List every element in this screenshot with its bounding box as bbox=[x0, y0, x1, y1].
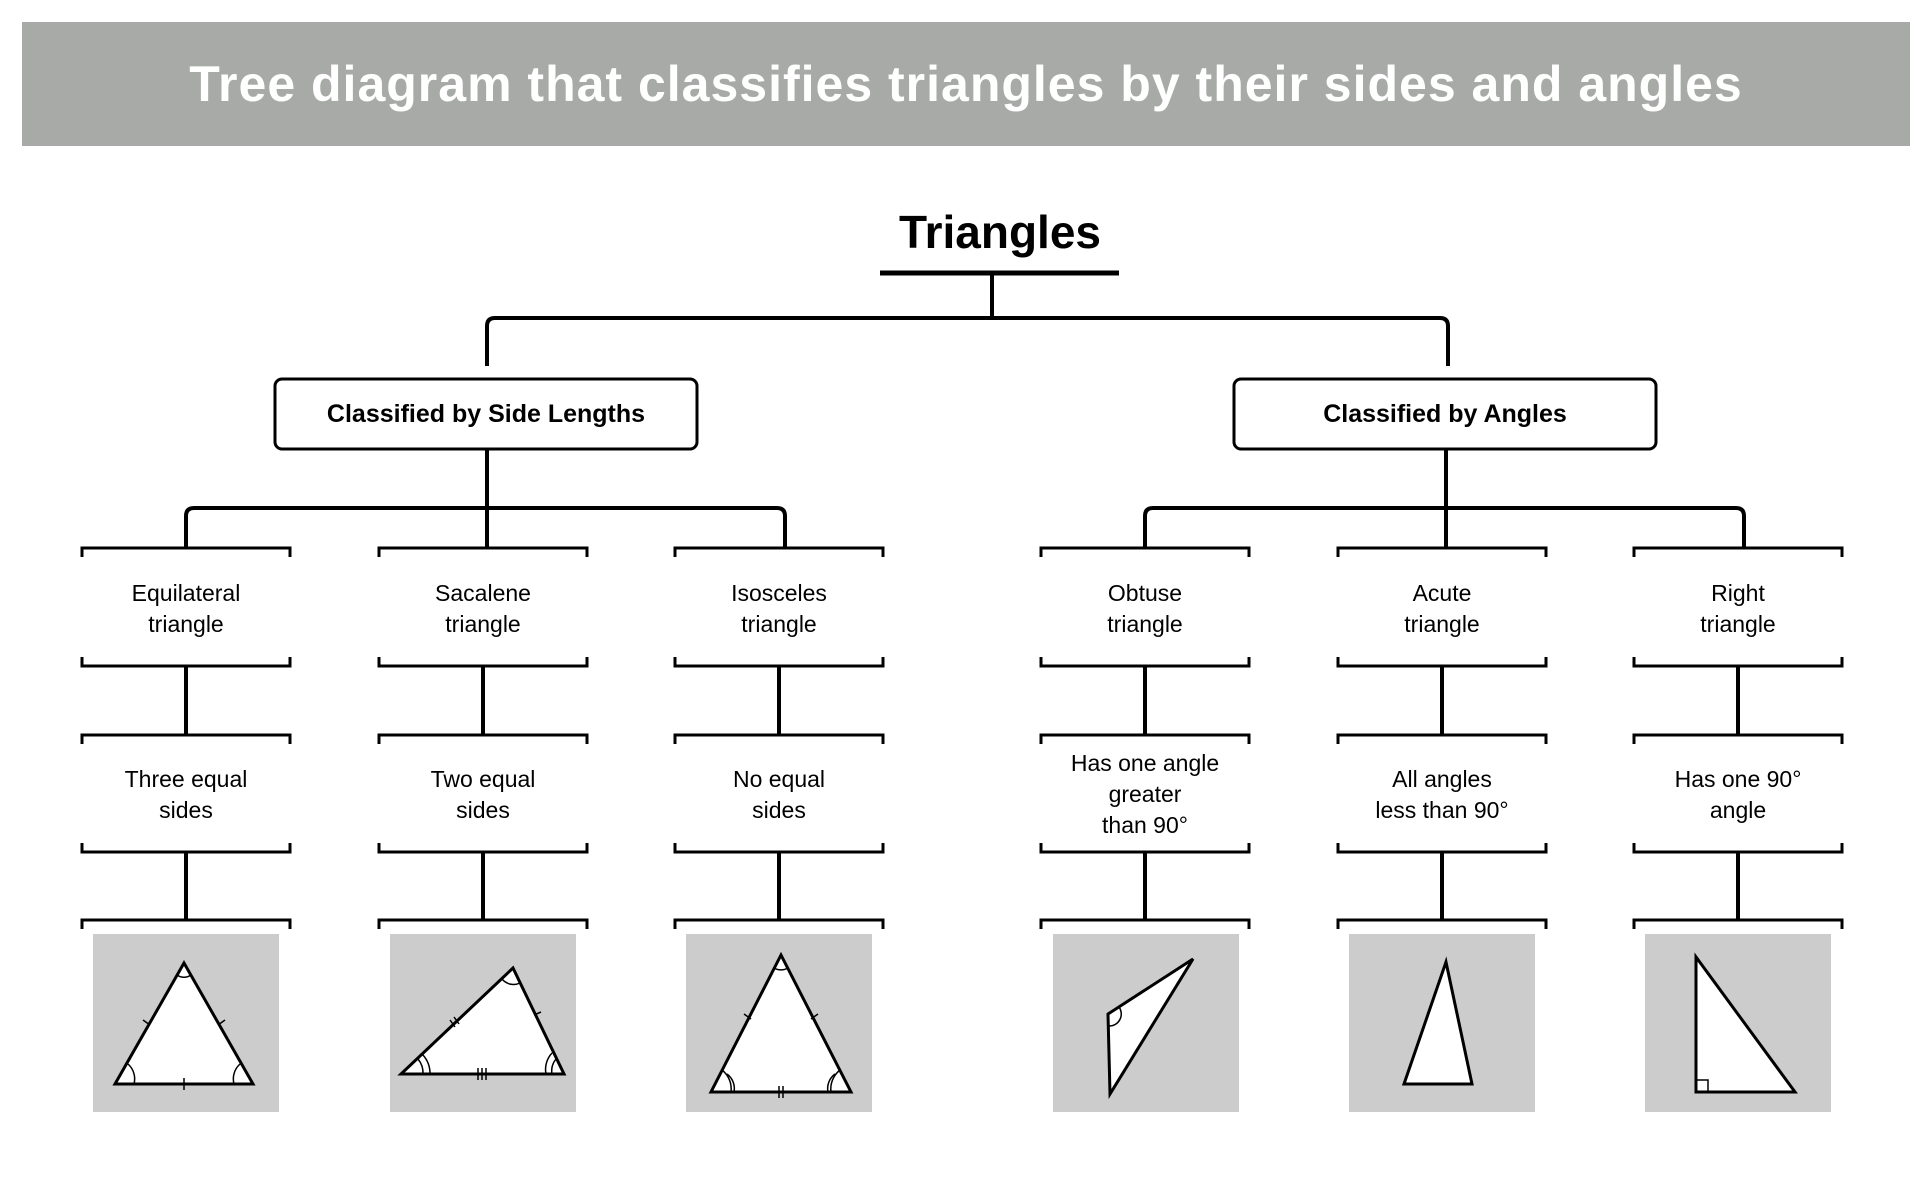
node-bracket-top-5-0 bbox=[1632, 546, 1844, 557]
category-label-sides: Classified by Side Lengths bbox=[326, 400, 646, 428]
node-bracket-bottom-4-0 bbox=[1336, 657, 1548, 668]
node-bracket-top-2-2 bbox=[673, 918, 885, 929]
title-banner: Tree diagram that classifies triangles b… bbox=[22, 22, 1910, 146]
node-bracket-bottom-5-1 bbox=[1632, 843, 1844, 854]
acute-triangle-icon bbox=[1401, 956, 1474, 1086]
node-bracket-bottom-3-0 bbox=[1039, 657, 1251, 668]
node-bracket-top-0-0 bbox=[80, 546, 292, 557]
node-bracket-bottom-1-1 bbox=[377, 843, 589, 854]
scalene-triangle-icon bbox=[397, 965, 567, 1080]
node-bracket-top-1-2 bbox=[377, 918, 589, 929]
acute-triangle-illustration bbox=[1349, 934, 1535, 1112]
diagram-title: Tree diagram that classifies triangles b… bbox=[189, 56, 1743, 112]
node-bracket-top-3-1 bbox=[1039, 733, 1251, 744]
node-label-scalene: Sacalene triangle bbox=[435, 580, 531, 637]
node-label-obtuse: Obtuse triangle bbox=[1107, 580, 1183, 637]
node-bracket-top-2-0 bbox=[673, 546, 885, 557]
node-bracket-bottom-5-0 bbox=[1632, 657, 1844, 668]
root-branch bbox=[485, 316, 1450, 366]
isosceles-triangle-icon bbox=[708, 951, 854, 1098]
node-label-isosceles: Isosceles triangle bbox=[731, 580, 827, 637]
node-bracket-top-0-1 bbox=[80, 733, 292, 744]
right-triangle-icon bbox=[1694, 952, 1798, 1094]
node-label-acute: Acute triangle bbox=[1404, 580, 1480, 637]
category-label-angles: Classified by Angles bbox=[1323, 400, 1567, 428]
node-bracket-top-3-0 bbox=[1039, 546, 1251, 557]
node-label-equilateral: Equilateral triangle bbox=[131, 580, 241, 637]
description-isosceles: No equal sides bbox=[732, 766, 826, 823]
node-bracket-top-4-0 bbox=[1336, 546, 1548, 557]
node-label-right: Right triangle bbox=[1700, 580, 1776, 637]
node-bracket-bottom-0-1 bbox=[80, 843, 292, 854]
node-bracket-bottom-1-0 bbox=[377, 657, 589, 668]
node-bracket-top-3-2 bbox=[1039, 918, 1251, 929]
node-bracket-bottom-3-1 bbox=[1039, 843, 1251, 854]
node-bracket-top-1-0 bbox=[377, 546, 589, 557]
right-triangle-illustration bbox=[1645, 934, 1831, 1112]
scalene-triangle-illustration bbox=[390, 934, 576, 1112]
node-bracket-top-2-1 bbox=[673, 733, 885, 744]
equilateral-triangle-illustration bbox=[93, 934, 279, 1112]
node-bracket-bottom-2-1 bbox=[673, 843, 885, 854]
description-scalene: Two equal sides bbox=[430, 766, 536, 823]
node-bracket-top-5-2 bbox=[1632, 918, 1844, 929]
node-bracket-top-0-2 bbox=[80, 918, 292, 929]
obtuse-triangle-illustration bbox=[1053, 934, 1239, 1112]
obtuse-triangle-icon bbox=[1106, 957, 1195, 1100]
description-equilateral: Three equal sides bbox=[124, 766, 248, 823]
root-node-label: Triangles bbox=[899, 206, 1101, 258]
description-right: Has one 90° angle bbox=[1674, 766, 1802, 823]
node-bracket-bottom-0-0 bbox=[80, 657, 292, 668]
description-obtuse: Has one angle greater than 90° bbox=[1070, 750, 1220, 838]
node-bracket-top-5-1 bbox=[1632, 733, 1844, 744]
description-acute: All angles less than 90° bbox=[1375, 766, 1509, 823]
node-bracket-bottom-2-0 bbox=[673, 657, 885, 668]
node-bracket-top-4-2 bbox=[1336, 918, 1548, 929]
equilateral-triangle-icon bbox=[112, 959, 256, 1090]
isosceles-triangle-illustration bbox=[686, 934, 872, 1112]
node-bracket-top-4-1 bbox=[1336, 733, 1548, 744]
node-bracket-top-1-1 bbox=[377, 733, 589, 744]
node-bracket-bottom-4-1 bbox=[1336, 843, 1548, 854]
